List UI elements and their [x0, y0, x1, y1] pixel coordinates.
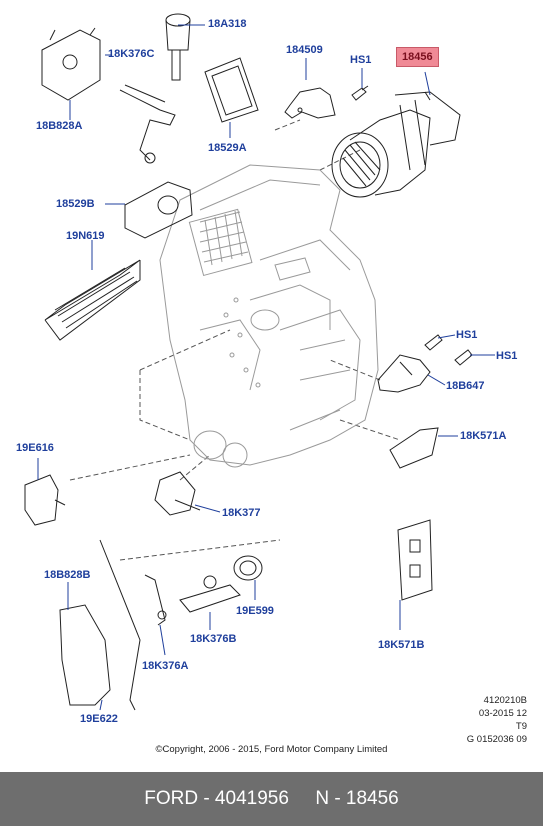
- callout-18k571a: 18K571A: [460, 430, 507, 442]
- footer-reference: N - 18456: [315, 788, 399, 809]
- callout-18k376b: 18K376B: [190, 633, 237, 645]
- callout-19e599: 19E599: [236, 605, 274, 617]
- copyright-notice: ©Copyright, 2006 - 2015, Ford Motor Comp…: [155, 744, 388, 755]
- drawing-number: 4120210B: [483, 695, 527, 706]
- callout-19e616: 19E616: [16, 442, 54, 454]
- callout-19n619: 19N619: [66, 230, 105, 242]
- footer-spacer: [289, 788, 315, 810]
- callout-hs1-top: HS1: [350, 54, 372, 66]
- callout-18k376a: 18K376A: [142, 660, 189, 672]
- callout-18456-highlighted: 18456: [396, 47, 439, 67]
- drawing-ref: G 0152036 09: [466, 734, 527, 745]
- drawing-series: T9: [515, 721, 527, 732]
- callout-18529b: 18529B: [56, 198, 95, 210]
- callout-18k571b: 18K571B: [378, 639, 425, 651]
- footer-bar: FORD - 4041956 N - 18456: [0, 772, 543, 826]
- callout-hs1-mid-1: HS1: [456, 329, 478, 341]
- callout-18a318: 18A318: [208, 18, 247, 30]
- drawing-date: 03-2015 12: [478, 708, 527, 719]
- callout-18k376c: 18K376C: [108, 48, 155, 60]
- callout-18b647: 18B647: [446, 380, 485, 392]
- callout-19e622: 19E622: [80, 713, 118, 725]
- callout-18k377: 18K377: [222, 507, 261, 519]
- callout-184509: 184509: [286, 44, 323, 56]
- callout-18b828a: 18B828A: [36, 120, 83, 132]
- callout-18b828b: 18B828B: [44, 569, 91, 581]
- drawing-info: 4120210B 03-2015 12 T9 G 0152036 09: [467, 694, 527, 746]
- exploded-parts-diagram: [24, 13, 495, 711]
- footer-part-number: FORD - 4041956: [144, 788, 289, 809]
- callout-18529a: 18529A: [208, 142, 247, 154]
- callout-hs1-mid-2: HS1: [496, 350, 518, 362]
